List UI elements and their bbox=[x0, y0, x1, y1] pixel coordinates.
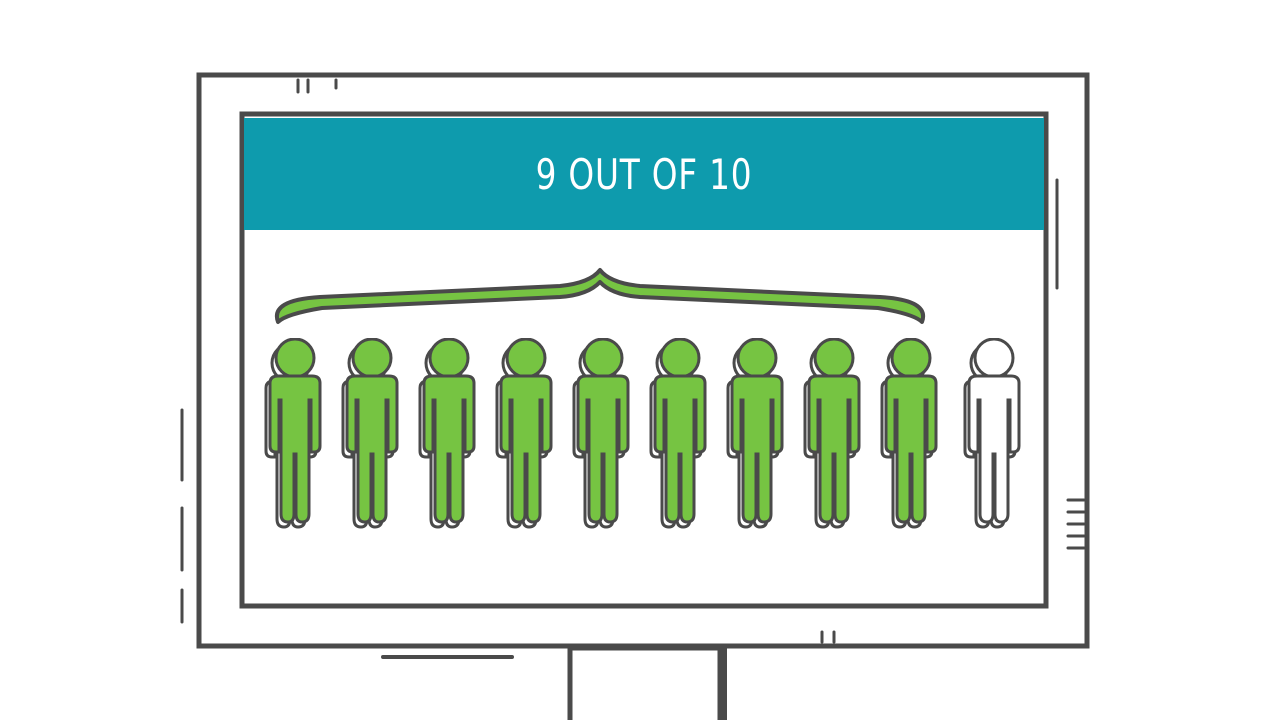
group-brace bbox=[274, 268, 926, 324]
headline-text: 9 OUT OF 10 bbox=[535, 149, 753, 199]
billboard-post bbox=[381, 645, 727, 720]
sketch-strokes bbox=[180, 78, 1086, 644]
headline-banner bbox=[244, 118, 1044, 230]
